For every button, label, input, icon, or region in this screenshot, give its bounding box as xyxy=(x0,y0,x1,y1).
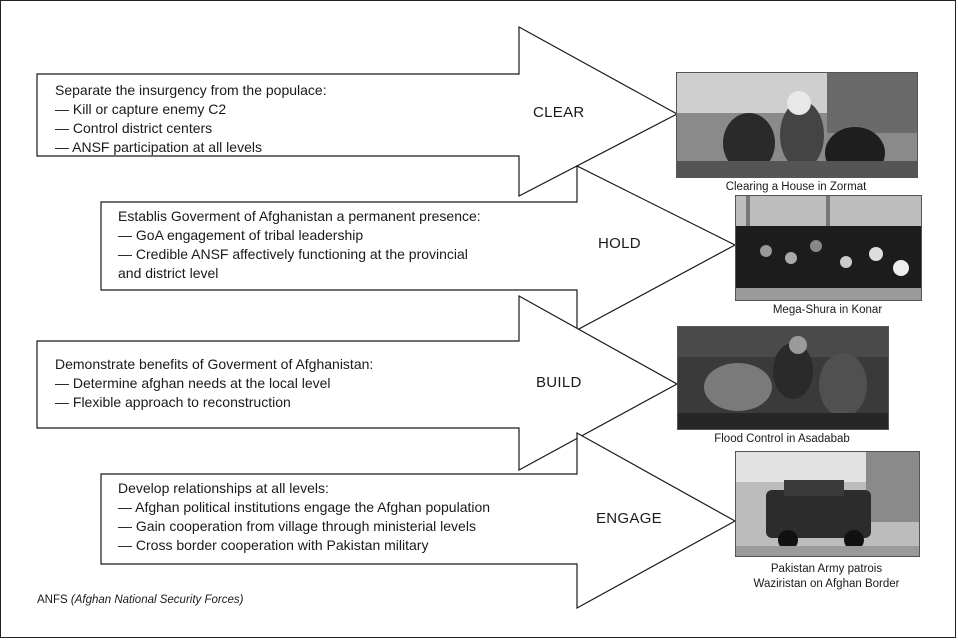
engage-text: Develop relationships at all levels: — A… xyxy=(118,479,490,555)
caption-line: Waziristan on Afghan Border xyxy=(753,578,900,590)
caption-hold: Mega-Shura in Konar xyxy=(735,303,920,318)
arrow-hold xyxy=(100,165,737,332)
hold-heading: Establis Goverment of Afghanistan a perm… xyxy=(118,208,481,224)
photo-clearing-house xyxy=(676,72,918,178)
stage-label-build: BUILD xyxy=(536,374,582,391)
build-heading: Demonstrate benefits of Goverment of Afg… xyxy=(55,356,374,372)
caption-clear: Clearing a House in Zormat xyxy=(676,180,916,195)
engage-heading: Develop relationships at all levels: xyxy=(118,480,329,496)
photo-pakistan-army xyxy=(735,451,920,557)
engage-bullet: — Afghan political institutions engage t… xyxy=(118,499,491,515)
build-text: Demonstrate benefits of Goverment of Afg… xyxy=(55,355,373,412)
caption-build: Flood Control in Asadabab xyxy=(677,432,887,447)
stage-label-hold: HOLD xyxy=(598,235,641,252)
footnote-abbr: ANFS xyxy=(37,594,68,606)
clear-bullet: — ANSF participation at all levels xyxy=(55,139,262,155)
caption-line: Pakistan Army patrois xyxy=(770,563,883,575)
footnote: ANFS (Afghan National Security Forces) xyxy=(37,594,243,606)
hold-bullet: — GoA engagement of tribal leadership xyxy=(118,227,364,243)
clear-bullet: — Kill or capture enemy C2 xyxy=(55,101,227,117)
arrow-clear xyxy=(36,25,679,197)
footnote-expansion: (Afghan National Security Forces) xyxy=(70,594,244,606)
arrow-build xyxy=(36,294,679,472)
clear-heading: Separate the insurgency from the populac… xyxy=(55,82,327,98)
caption-engage: Pakistan Army patrois Waziristan on Afgh… xyxy=(735,562,918,592)
clear-bullet: — Control district centers xyxy=(55,120,213,136)
build-bullet: — Determine afghan needs at the local le… xyxy=(55,375,331,391)
engage-bullet: — Gain cooperation from village through … xyxy=(118,518,476,534)
photo-mega-shura xyxy=(735,195,922,301)
caption-line: Flood Control in Asadabab xyxy=(714,433,850,445)
hold-bullet: and district level xyxy=(118,265,219,281)
engage-bullet: — Cross border cooperation with Pakistan… xyxy=(118,537,429,553)
hold-bullet: — Credible ANSF affectively functioning … xyxy=(118,246,468,262)
stage-label-engage: ENGAGE xyxy=(596,510,662,527)
build-bullet: — Flexible approach to reconstruction xyxy=(55,394,291,410)
photo-flood-control xyxy=(677,326,889,430)
clear-text: Separate the insurgency from the populac… xyxy=(55,81,327,157)
stage-label-clear: CLEAR xyxy=(533,104,585,121)
hold-text: Establis Goverment of Afghanistan a perm… xyxy=(118,207,481,283)
arrow-engage xyxy=(100,431,737,610)
caption-line: Clearing a House in Zormat xyxy=(725,181,867,193)
caption-line: Mega-Shura in Konar xyxy=(772,304,883,316)
